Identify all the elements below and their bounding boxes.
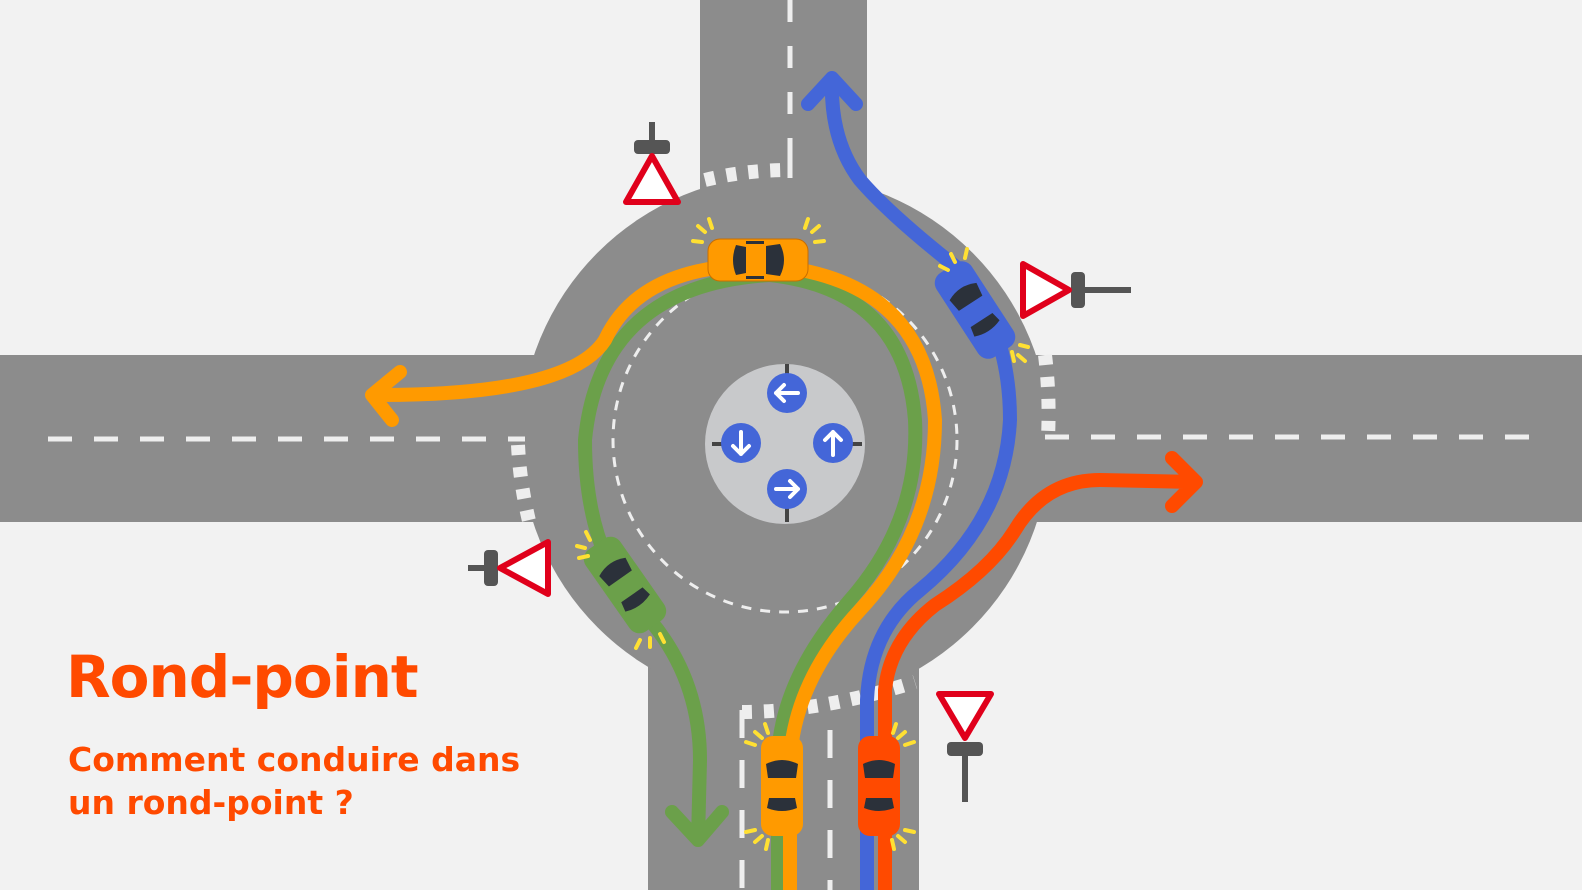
yield-sign-east: [1020, 261, 1131, 319]
path-blue: [801, 71, 1017, 890]
car-red-entry: [858, 736, 900, 836]
yield-lines: [511, 163, 1056, 719]
path-red: [878, 451, 1203, 890]
car-orange-entry: [761, 736, 803, 836]
blinkers: [575, 217, 1030, 851]
car-orange-roundabout: [707, 238, 809, 282]
yield-sign-south: [936, 691, 994, 802]
lane-markings: [48, 0, 1530, 890]
arrow-right-sign: [767, 469, 807, 509]
yield-sign-north: [623, 122, 681, 205]
paths: [365, 71, 1203, 890]
yield-sign-west: [468, 539, 551, 597]
arrow-left-sign: [767, 373, 807, 413]
path-orange: [365, 258, 942, 890]
car-green: [583, 536, 667, 634]
page-title: Rond-point: [66, 643, 419, 711]
page-subtitle: Comment conduire dans un rond-point ?: [68, 740, 521, 822]
car-blue: [934, 261, 1016, 359]
arrow-down-sign: [721, 423, 761, 463]
arrow-up-sign: [813, 423, 853, 463]
central-island: [705, 364, 865, 524]
